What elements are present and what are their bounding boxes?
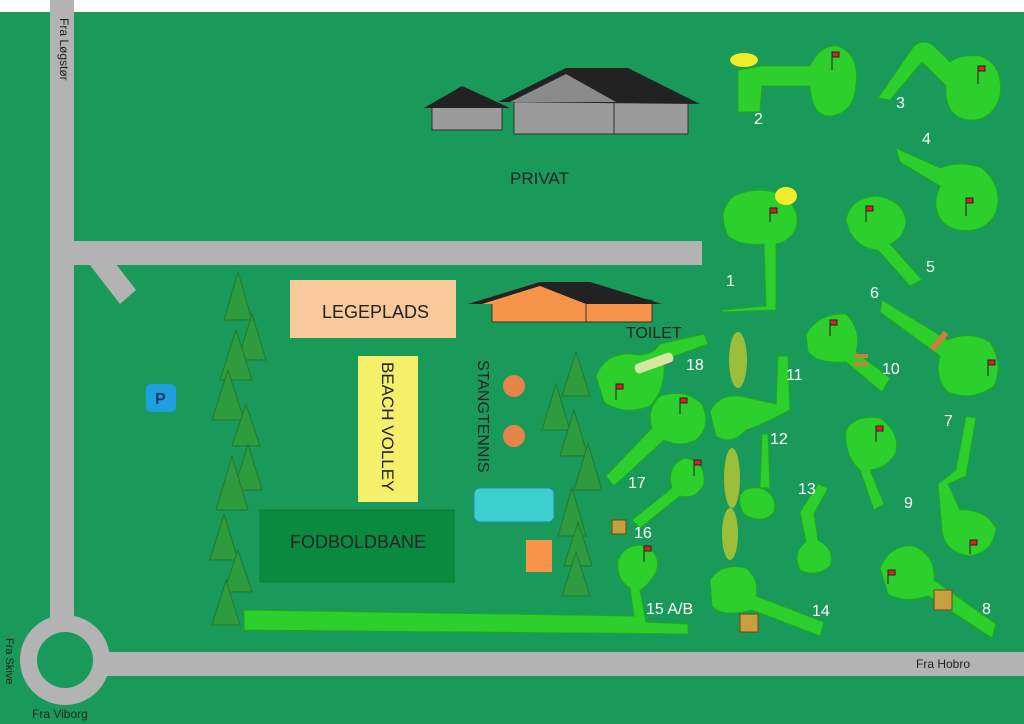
hole-number: 15 A/B <box>646 601 693 618</box>
hole-number: 17 <box>628 475 646 492</box>
hole-number: 14 <box>812 603 830 620</box>
hole-number: 16 <box>634 525 652 542</box>
hole-number: 7 <box>944 413 953 430</box>
parking-label: P <box>155 391 166 408</box>
stangtennis-court-1 <box>503 375 525 397</box>
hole-number: 3 <box>896 95 905 112</box>
road-east <box>100 652 1024 676</box>
beach-volley-area <box>358 356 418 502</box>
orange-obstacle <box>526 540 552 572</box>
hole-number: 2 <box>754 111 763 128</box>
toilet-label: TOILET <box>626 325 682 342</box>
fodboldbane-label: FODBOLDBANE <box>290 532 426 552</box>
road-label-west: Fra Skive <box>3 638 15 684</box>
road-label-south: Fra Viborg <box>32 707 88 721</box>
hole-number: 5 <box>926 259 935 276</box>
hole-number: 13 <box>798 481 816 498</box>
parking-sign <box>146 384 176 412</box>
hole-number: 11 <box>786 367 803 384</box>
stangtennis-court-2 <box>503 425 525 447</box>
roundabout-center <box>37 632 93 688</box>
hole-number: 6 <box>870 285 879 302</box>
football-field <box>259 509 455 583</box>
hole-number: 9 <box>904 495 913 512</box>
hole-number: 10 <box>882 361 900 378</box>
road-label-north: Fra Løgstør <box>57 18 71 81</box>
bunker-1 <box>775 187 797 205</box>
stangtennis-label: STANGTENNIS <box>474 360 491 473</box>
water-obstacle <box>473 487 555 523</box>
hole-number: 4 <box>922 131 931 148</box>
hole-number: 18 <box>686 357 704 374</box>
bunker-2 <box>730 53 758 67</box>
roads <box>20 0 1024 705</box>
hole-numbers: 1 2 3 4 5 6 7 8 9 10 11 12 13 14 15 A/B … <box>628 95 991 620</box>
legeplads-label: LEGEPLADS <box>322 302 429 322</box>
road-inner <box>74 241 702 265</box>
hole-flags <box>615 51 996 584</box>
bushes <box>722 332 747 560</box>
legeplads-area <box>290 280 456 338</box>
beach-volley-label: BEACH VOLLEY <box>378 362 397 491</box>
hole-obstacles <box>611 330 953 633</box>
fairways <box>243 41 1002 639</box>
road-north <box>50 0 74 635</box>
toilet-building <box>468 282 662 323</box>
hole-number: 8 <box>982 601 991 618</box>
private-houses <box>424 68 700 135</box>
tree-rows <box>209 270 603 626</box>
privat-label: PRIVAT <box>510 169 569 188</box>
hole-number: 12 <box>770 431 788 448</box>
road-diagonal <box>86 246 136 304</box>
hole-number: 1 <box>726 273 735 290</box>
road-label-east: Fra Hobro <box>916 657 970 671</box>
